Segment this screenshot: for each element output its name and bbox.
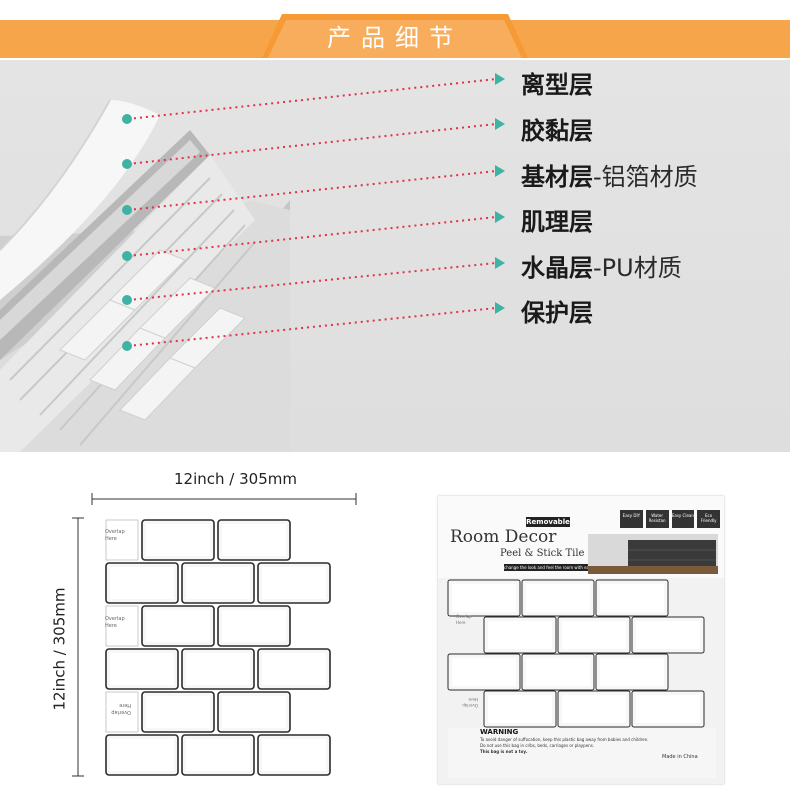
arrow-right-icon: [495, 165, 505, 177]
tile-highlight: [562, 621, 626, 649]
layer-label-release: 离型层: [521, 71, 593, 99]
tile-highlight: [110, 653, 174, 685]
tile-highlight: [186, 739, 250, 771]
overlap-note: Overlap Here: [462, 697, 478, 708]
layer-label-crystal: 水晶层-PU材质: [521, 254, 682, 282]
arrow-right-icon: [495, 211, 505, 223]
tile-highlight: [146, 696, 210, 728]
layer-label-protective: 保护层: [521, 299, 593, 327]
tile-highlight: [146, 610, 210, 642]
header-banner: 产品细节: [0, 0, 790, 60]
warning-line: To avoid danger of suffocation, keep thi…: [480, 737, 649, 742]
tile-highlight: [526, 584, 590, 612]
warning-title: WARNING: [480, 728, 519, 736]
feature-easy-clean: Easy Clean: [671, 510, 695, 528]
made-in-label: Made in China: [662, 754, 698, 760]
layer-marker-dot: [122, 205, 132, 215]
arrow-right-icon: [495, 302, 505, 314]
layer-marker-dot: [122, 159, 132, 169]
page-title: 产品细节: [327, 24, 463, 52]
overlap-note: Overlap Here: [456, 614, 472, 625]
layer-marker-dot: [122, 114, 132, 124]
tile-highlight: [146, 524, 210, 556]
package-photo: Removable Room Decor Peel & Stick Tile c…: [438, 496, 724, 784]
layer-label-substrate: 基材层-铝箔材质: [521, 163, 698, 191]
package-artwork: [447, 534, 718, 778]
overlap-tab: [105, 691, 139, 733]
feature-eco-friendly: Eco Friendly: [697, 510, 720, 528]
package-subtitle: Peel & Stick Tile: [500, 548, 585, 559]
tile-highlight: [262, 739, 326, 771]
tile-highlight: [222, 696, 286, 728]
layer-diagram: 离型层 胶黏层 基材层-铝箔材质 肌理层 水晶层-PU材质 保护层: [0, 60, 790, 452]
arrow-right-icon: [495, 257, 505, 269]
layer-marker-dot: [122, 295, 132, 305]
tile-highlight: [262, 653, 326, 685]
warning-line: This bag is not a toy.: [480, 749, 528, 754]
tile-highlight: [452, 658, 516, 686]
tile-highlight: [222, 610, 286, 642]
overlap-note: Overlap Here: [105, 529, 125, 542]
layer-label-texture: 肌理层: [521, 208, 593, 236]
arrow-right-icon: [495, 118, 505, 130]
tile-highlight: [452, 584, 516, 612]
tile-highlight: [636, 621, 700, 649]
tile-highlight: [488, 621, 552, 649]
tile-highlight: [562, 695, 626, 723]
overlap-note: Overlap Here: [105, 616, 125, 629]
tile-highlight: [222, 524, 286, 556]
arrow-right-icon: [495, 73, 505, 85]
tile-highlight: [526, 658, 590, 686]
tile-highlight: [262, 567, 326, 599]
layer-marker-dot: [122, 251, 132, 261]
banner-tab: [262, 14, 528, 58]
tile-highlight: [600, 658, 664, 686]
width-label: 12inch / 305mm: [174, 470, 297, 488]
package-tagline: change the look and feel the room with e…: [504, 564, 604, 571]
overlap-note: Overlap Here: [111, 702, 131, 715]
warning-line: Do not use this bag in cribs, beds, carr…: [480, 743, 595, 748]
tile-highlight: [600, 584, 664, 612]
overlap-tab: [105, 605, 139, 647]
feature-icons: Easy DIY Water Resistan Easy Clean Eco F…: [620, 510, 720, 528]
tile-sheet: [72, 493, 357, 777]
tile-dimension-diagram: 12inch / 305mm 12inch / 305mm Overlap He…: [50, 462, 376, 782]
feature-easy-diy: Easy DIY: [620, 510, 643, 528]
layer-marker-dot: [122, 341, 132, 351]
tile-highlight: [110, 567, 174, 599]
tile-highlight: [636, 695, 700, 723]
removable-badge: Removable: [526, 517, 570, 527]
tile-highlight: [186, 653, 250, 685]
feature-water-resistant: Water Resistan: [645, 510, 669, 528]
overlap-tab: [105, 519, 139, 561]
package-title: Room Decor: [450, 527, 557, 547]
height-label: 12inch / 305mm: [50, 587, 69, 711]
tile-highlight: [110, 739, 174, 771]
layer-label-adhesive: 胶黏层: [521, 117, 593, 145]
tile-highlight: [186, 567, 250, 599]
tile-highlight: [488, 695, 552, 723]
